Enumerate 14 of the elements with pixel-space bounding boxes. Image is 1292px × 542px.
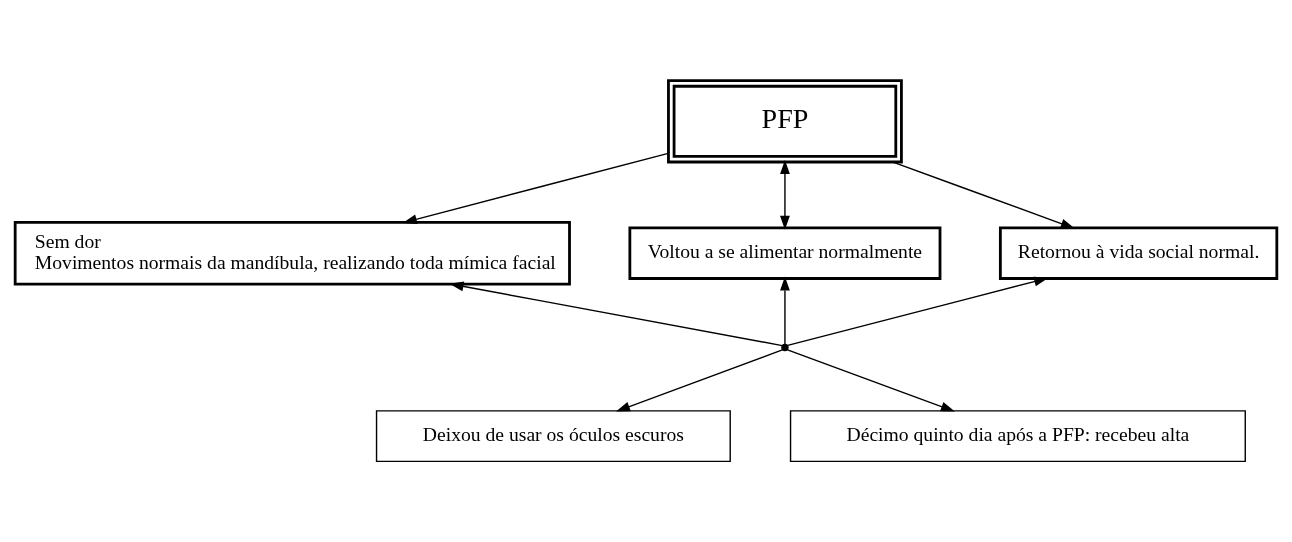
arrow	[786, 349, 955, 412]
arrow	[449, 281, 783, 347]
node-box: Voltou a se alimentar normalmente	[628, 226, 942, 280]
node-box: Deixou de usar os óculos escuros	[375, 410, 731, 463]
node-box: Retornou à vida social normal.	[998, 226, 1279, 280]
node-box: Décimo quinto dia após a PFP: recebeu alta	[789, 410, 1246, 463]
arrow	[892, 161, 1075, 229]
node-point	[781, 343, 789, 352]
arrow	[780, 160, 790, 230]
node-box: PFP	[667, 79, 903, 164]
arrow	[780, 276, 790, 345]
arrow	[615, 349, 784, 412]
arrow	[402, 152, 669, 225]
node-box: Sem dor Movimentos normais da mandíbula, realizando toda mímica facial	[13, 220, 571, 286]
